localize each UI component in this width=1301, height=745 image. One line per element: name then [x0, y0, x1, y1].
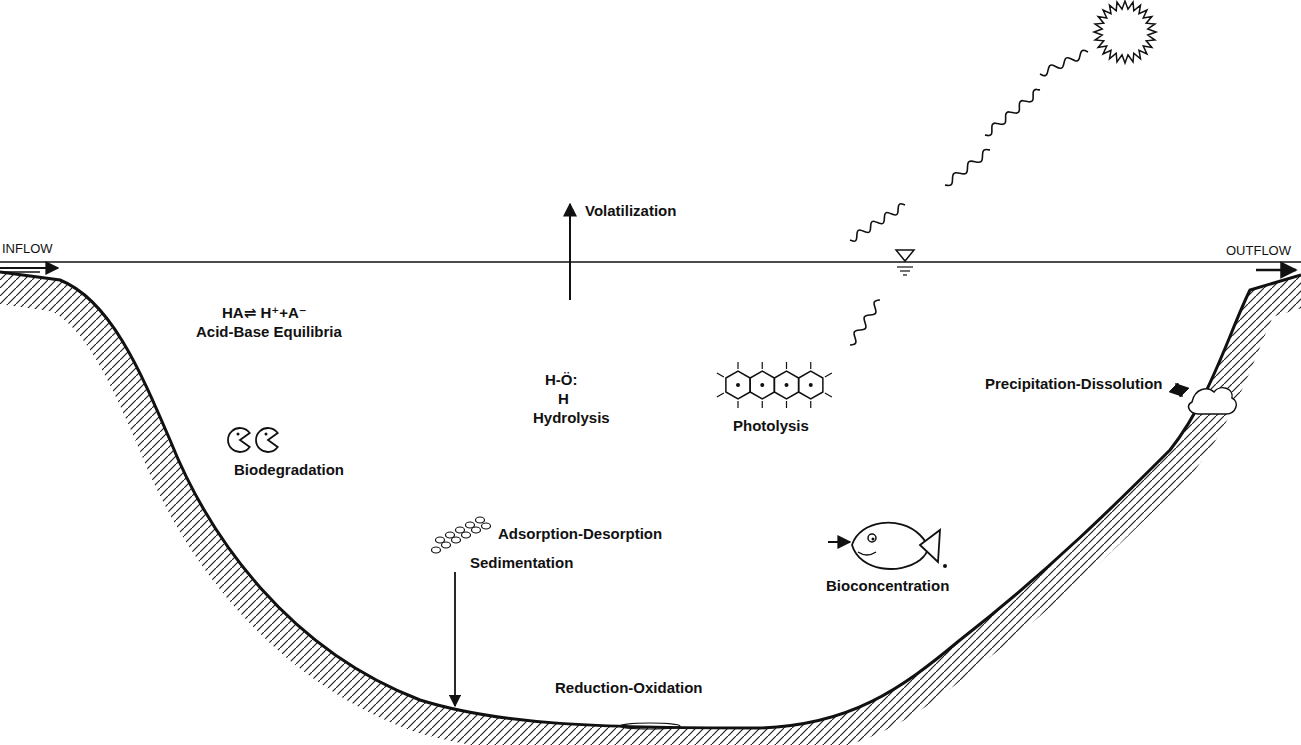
ring-bond [810, 401, 811, 408]
precipitate-blob [1174, 384, 1236, 414]
ring-bond [737, 362, 738, 369]
lake-bed [0, 272, 1301, 728]
formula-label: H-Ö: [545, 372, 578, 389]
process-label: Photolysis [733, 418, 809, 435]
ring-dot [760, 383, 764, 387]
sorbed-particle [436, 537, 445, 543]
flow-label: INFLOW [2, 242, 53, 256]
water-level-symbol [896, 250, 914, 275]
light-ray [985, 89, 1040, 135]
inflow-arrow [0, 267, 58, 269]
ring-bond [825, 373, 832, 377]
inflow-arrow [0, 271, 40, 273]
process-label: Biodegradation [234, 462, 344, 479]
process-label: Sedimentation [470, 555, 573, 572]
flow-label: OUTFLOW [1226, 244, 1291, 258]
microbe-eye [265, 433, 268, 436]
process-label: Hydrolysis [533, 410, 610, 427]
aromatic-ring [774, 371, 798, 399]
light-ray [850, 300, 880, 345]
ring-bond [810, 362, 811, 369]
sedimentation-arrow [454, 572, 456, 706]
aromatic-ring [726, 371, 750, 399]
ring-dot [784, 383, 788, 387]
ring-bond [717, 393, 724, 397]
ring-bond [825, 393, 832, 397]
bed-lens [620, 723, 680, 729]
aromatic-ring [799, 371, 823, 399]
process-label: Adsorption-Desorption [498, 526, 662, 543]
equation-label: HA⇌ H⁺+A⁻ [222, 305, 307, 322]
sorbed-particle [466, 522, 475, 528]
sorbed-particle [476, 517, 485, 523]
ground-hatching [0, 272, 1301, 728]
process-label: Precipitation-Dissolution [985, 376, 1163, 393]
ring-dot [809, 383, 813, 387]
water-surface [0, 261, 1301, 263]
ring-bond [717, 373, 724, 377]
light-ray [945, 149, 990, 185]
ring-bond [786, 362, 787, 369]
generated-symbols [228, 1, 1156, 553]
microbe-eye [237, 433, 240, 436]
microbe-symbol [228, 428, 250, 452]
sorbed-particle [456, 527, 465, 533]
light-ray [1040, 50, 1088, 75]
formula-label: H [558, 391, 569, 408]
ring-bond [737, 401, 738, 408]
process-label: Acid-Base Equilibria [196, 324, 342, 341]
light-ray [850, 204, 905, 241]
sorbed-particle [446, 532, 455, 538]
sun-symbol [1094, 1, 1156, 63]
process-label: Reduction-Oxidation [555, 680, 703, 697]
sorbed-particle [432, 547, 441, 553]
ring-dot [736, 383, 740, 387]
process-label: Bioconcentration [826, 578, 949, 595]
aromatic-ring [750, 371, 774, 399]
microbe-symbol [256, 428, 278, 452]
outflow-arrow [1256, 269, 1296, 272]
process-label: Volatilization [585, 203, 676, 220]
ring-bond [786, 401, 787, 408]
ring-bond [762, 362, 763, 369]
fish-symbol [828, 523, 947, 569]
volatilization-arrow [569, 204, 571, 300]
sorbed-particle [482, 523, 491, 529]
ring-bond [762, 401, 763, 408]
